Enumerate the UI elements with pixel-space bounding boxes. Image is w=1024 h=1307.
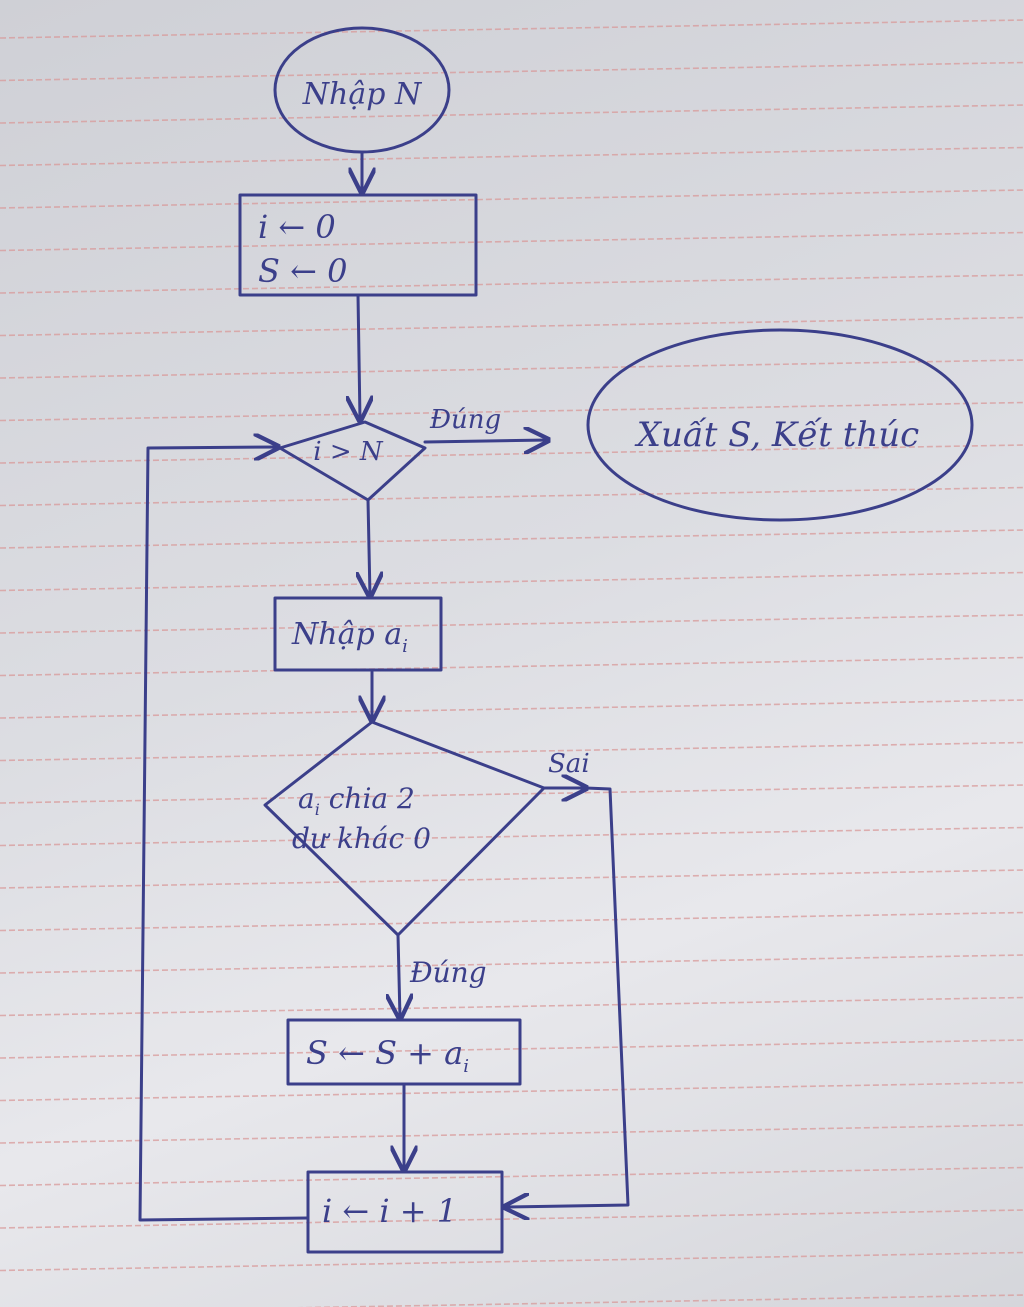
init-line-1: i ← 0 bbox=[258, 208, 336, 246]
input-label-main: Nhập a bbox=[291, 617, 402, 652]
arrow-loop-yes bbox=[423, 440, 548, 442]
arrow-init-loop bbox=[358, 293, 360, 420]
input-label: Nhập ai bbox=[291, 617, 408, 657]
loop-condition-text: i > N bbox=[313, 437, 384, 467]
increment-box bbox=[306, 1170, 504, 1254]
sum-label-sub: i bbox=[463, 1056, 469, 1077]
check-no-label: Sai bbox=[548, 749, 590, 779]
input-label-sub: i bbox=[402, 636, 408, 657]
arrow-check-yes bbox=[398, 933, 400, 1018]
no-branch-line bbox=[505, 786, 630, 1207]
end-node bbox=[586, 328, 974, 522]
loop-back-line bbox=[138, 447, 310, 1222]
check-line-1-rest: chia 2 bbox=[320, 782, 415, 815]
check-line-1-a: a bbox=[298, 782, 315, 815]
arrow-loop-input bbox=[368, 498, 370, 596]
loop-yes-label: Đúng bbox=[429, 405, 501, 435]
check-yes-label: Đúng bbox=[409, 956, 487, 989]
sum-label: S ← S + ai bbox=[306, 1034, 469, 1077]
start-label: Nhập N bbox=[302, 77, 423, 112]
input-box bbox=[273, 596, 443, 672]
end-label: Xuất S, Kết thúc bbox=[634, 415, 919, 455]
check-line-2: dư khác 0 bbox=[292, 822, 431, 855]
check-line-1: ai chia 2 bbox=[298, 782, 415, 819]
increment-label: i ← i + 1 bbox=[322, 1192, 457, 1230]
check-line-1-sub: i bbox=[315, 800, 320, 819]
init-line-2: S ← 0 bbox=[258, 252, 347, 290]
sum-label-main: S ← S + a bbox=[306, 1034, 463, 1072]
